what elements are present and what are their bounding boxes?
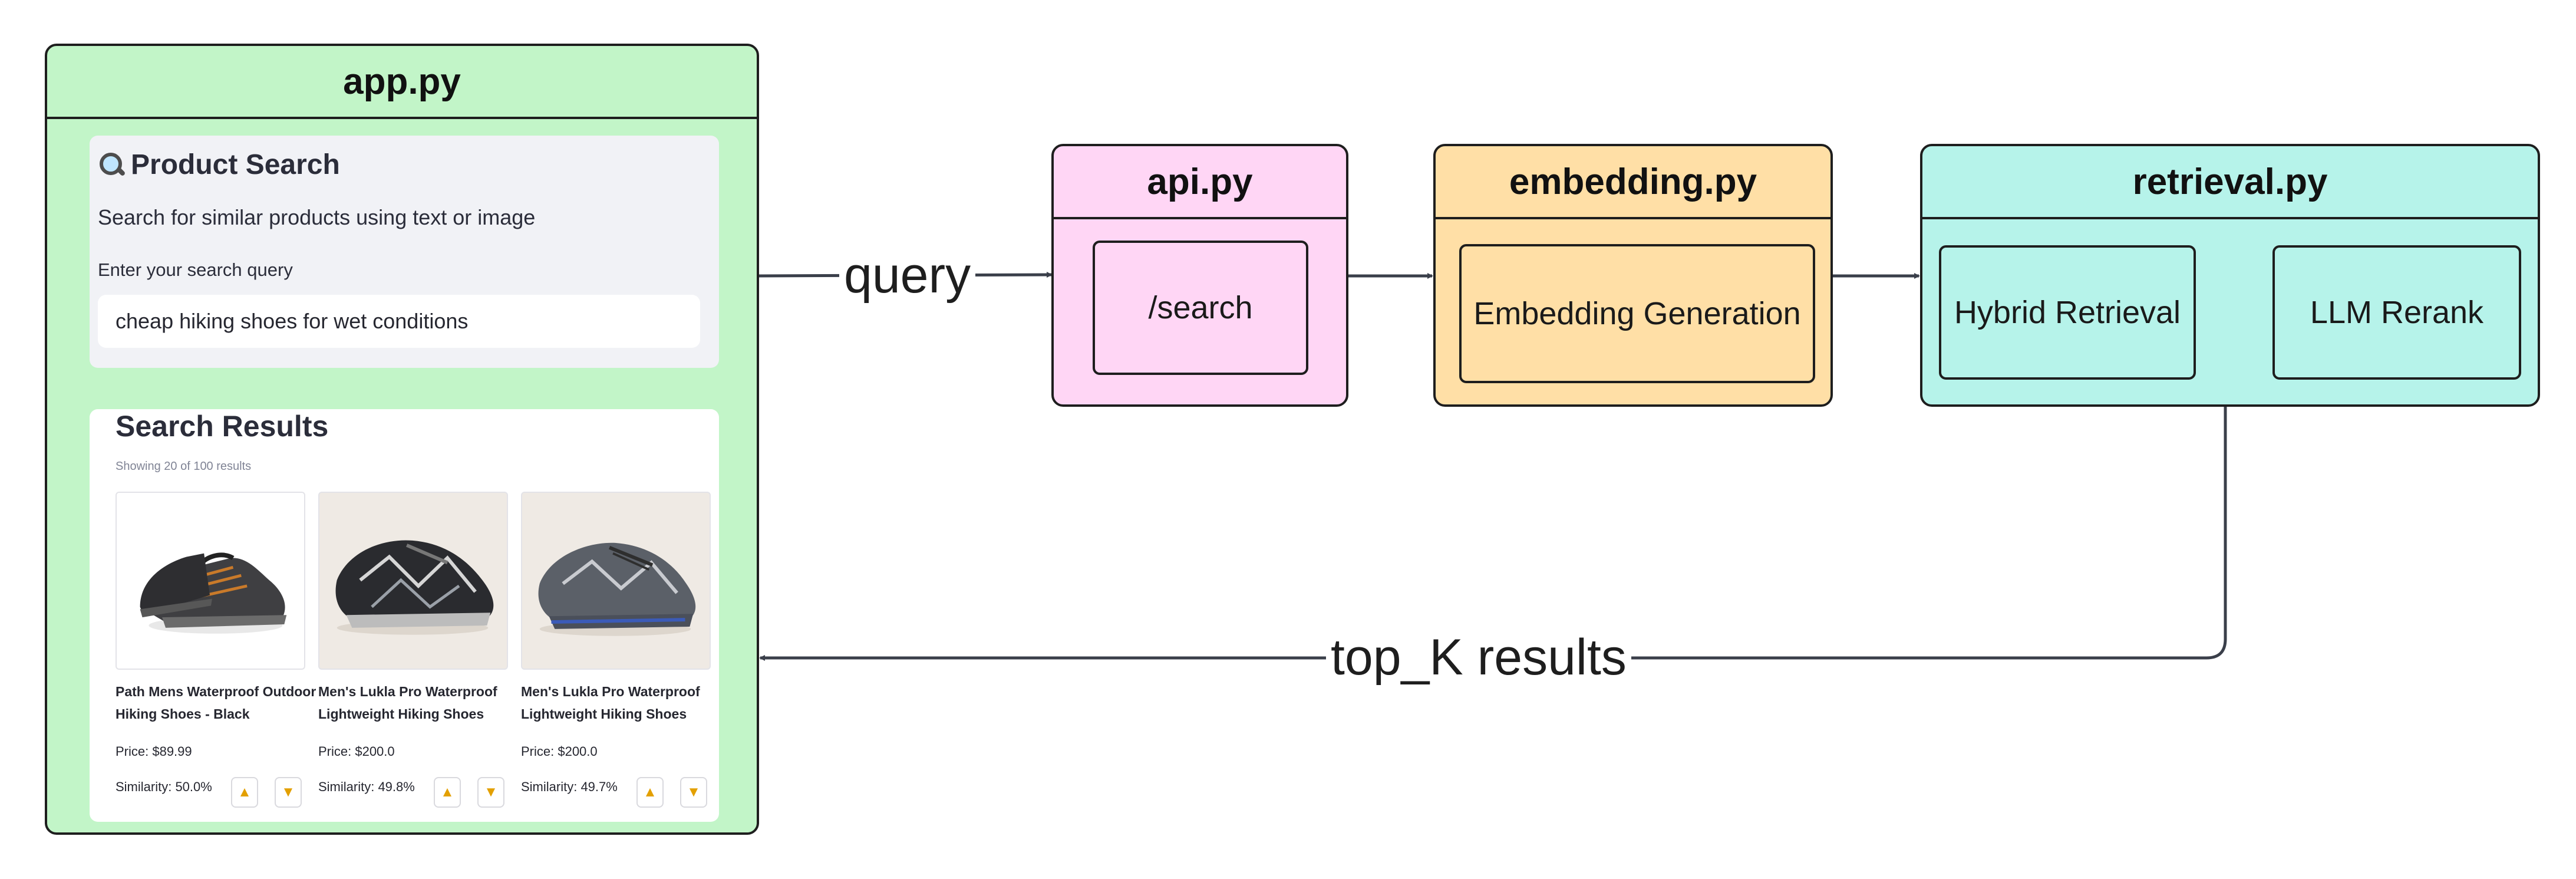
product-price: Price: $200.0 xyxy=(521,744,598,759)
search-input-label: Enter your search query xyxy=(98,259,293,280)
embedding-module: embedding.py Embedding Generation xyxy=(1433,144,1833,407)
search-panel-subtitle: Search for similar products using text o… xyxy=(98,205,536,229)
search-panel-title-row: Product Search xyxy=(98,149,340,181)
search-endpoint-box: /search xyxy=(1093,241,1308,375)
product-name[interactable]: Men's Lukla Pro Waterproof Lightweight H… xyxy=(521,684,700,722)
thumbs-down-button[interactable]: ▼ xyxy=(477,777,504,808)
shoe-image xyxy=(140,552,287,634)
product-similarity: Similarity: 49.7% xyxy=(521,779,618,794)
thumbs-down-icon: ▼ xyxy=(281,784,295,800)
app-module-title: app.py xyxy=(47,46,757,119)
thumbs-down-button[interactable]: ▼ xyxy=(275,777,302,808)
product-image[interactable] xyxy=(318,492,508,670)
api-module-title: api.py xyxy=(1054,146,1346,219)
api-module: api.py /search xyxy=(1051,144,1348,407)
results-panel: Search Results Showing 20 of 100 results… xyxy=(90,409,719,822)
retrieval-module: retrieval.py Hybrid Retrieval LLM Rerank xyxy=(1920,144,2540,407)
search-panel: Product Search Search for similar produc… xyxy=(90,136,719,368)
edge-retrieval-to-app xyxy=(759,407,2227,661)
thumbs-up-icon: ▲ xyxy=(238,784,252,800)
product-name[interactable]: Men's Lukla Pro Waterproof Lightweight H… xyxy=(318,684,497,722)
shoe-image xyxy=(538,542,696,636)
embedding-module-title: embedding.py xyxy=(1436,146,1830,219)
product-price: Price: $89.99 xyxy=(116,744,192,759)
thumbs-down-icon: ▼ xyxy=(484,784,498,800)
product-image[interactable] xyxy=(116,492,305,670)
search-panel-title: Product Search xyxy=(131,149,340,180)
edge-label-top-k-results: top_K results xyxy=(1326,632,1631,683)
thumbs-up-button[interactable]: ▲ xyxy=(231,777,258,808)
thumbs-up-button[interactable]: ▲ xyxy=(636,777,664,808)
edge-label-query: query xyxy=(839,250,976,301)
thumbs-up-button[interactable]: ▲ xyxy=(434,777,461,808)
product-image[interactable] xyxy=(521,492,711,670)
results-title: Search Results xyxy=(116,410,329,443)
product-similarity: Similarity: 50.0% xyxy=(116,779,212,794)
retrieval-module-title: retrieval.py xyxy=(1922,146,2538,219)
hybrid-retrieval-box: Hybrid Retrieval xyxy=(1939,245,2196,380)
shoe-image xyxy=(335,540,494,635)
product-price: Price: $200.0 xyxy=(318,744,395,759)
thumbs-up-icon: ▲ xyxy=(440,784,454,800)
product-similarity: Similarity: 49.8% xyxy=(318,779,415,794)
thumbs-down-icon: ▼ xyxy=(687,784,701,800)
magnifier-icon xyxy=(98,152,126,179)
app-module: app.py Product Search Search for similar… xyxy=(45,44,759,835)
embedding-generation-box: Embedding Generation xyxy=(1459,244,1815,383)
search-input[interactable]: cheap hiking shoes for wet conditions xyxy=(98,295,700,348)
results-count: Showing 20 of 100 results xyxy=(116,460,252,473)
llm-rerank-box: LLM Rerank xyxy=(2272,245,2521,380)
product-name[interactable]: Path Mens Waterproof Outdoor Hiking Shoe… xyxy=(116,684,316,722)
thumbs-up-icon: ▲ xyxy=(643,784,657,800)
thumbs-down-button[interactable]: ▼ xyxy=(680,777,707,808)
